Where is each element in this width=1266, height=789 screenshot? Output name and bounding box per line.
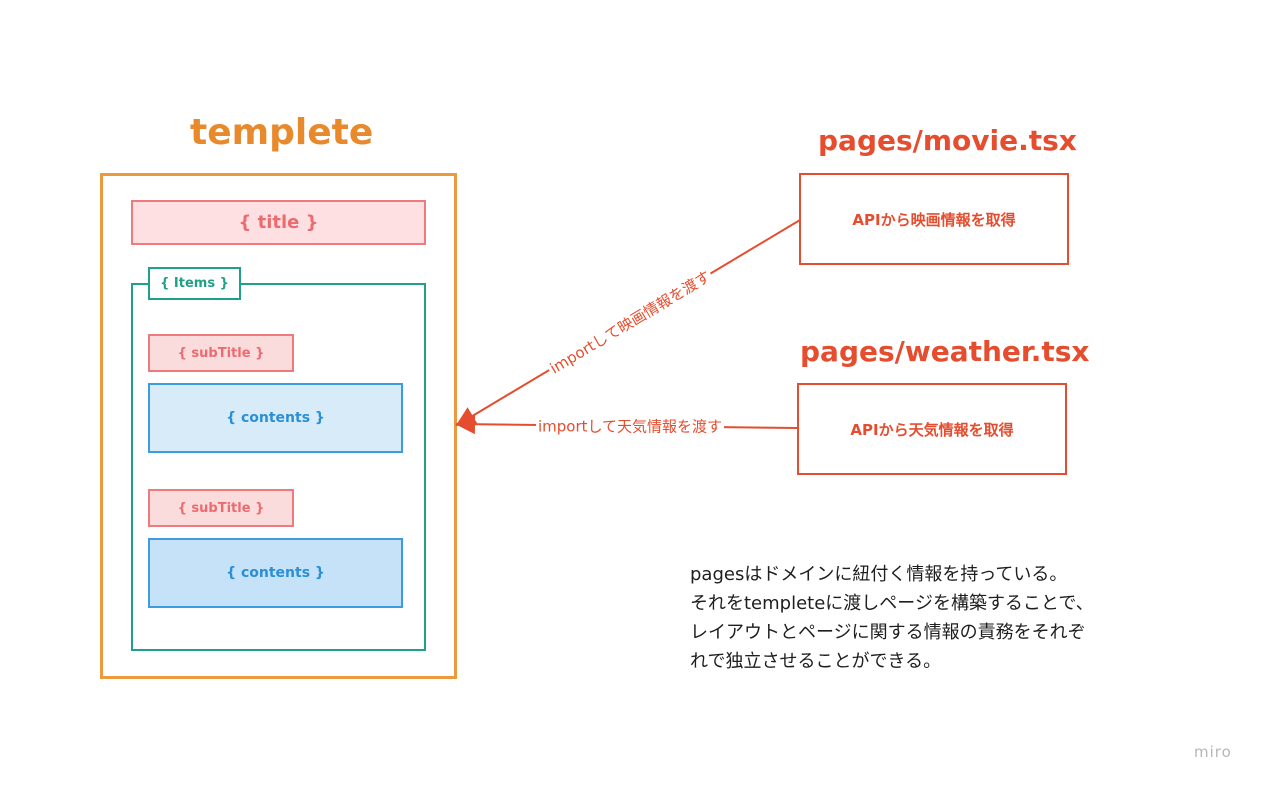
items-label: { Items } xyxy=(148,267,241,300)
movie-page-filename: pages/movie.tsx xyxy=(818,124,1077,157)
note-line-1: pagesはドメインに紐付く情報を持っている。 xyxy=(690,564,1068,585)
explanation-note: pagesはドメインに紐付く情報を持っている。 それをtempleteに渡しペー… xyxy=(690,560,1210,676)
items-frame xyxy=(131,283,426,651)
subtitle-slot-2: { subTitle } xyxy=(148,489,294,527)
miro-watermark: miro xyxy=(1194,743,1232,761)
note-line-3: レイアウトとページに関する情報の責務をそれぞ xyxy=(690,622,1086,643)
title-slot: { title } xyxy=(131,200,426,245)
weather-page-filename: pages/weather.tsx xyxy=(800,335,1090,368)
subtitle-slot-1: { subTitle } xyxy=(148,334,294,372)
weather-page-box: APIから天気情報を取得 xyxy=(797,383,1067,475)
note-line-2: それをtempleteに渡しページを構築することで、 xyxy=(690,593,1094,614)
movie-page-box: APIから映画情報を取得 xyxy=(799,173,1069,265)
template-heading: templete xyxy=(190,112,374,153)
weather-arrow-label: importして天気情報を渡す xyxy=(535,415,725,437)
contents-slot-1: { contents } xyxy=(148,383,403,453)
contents-slot-2: { contents } xyxy=(148,538,403,608)
note-line-4: れで独立させることができる。 xyxy=(690,651,942,672)
